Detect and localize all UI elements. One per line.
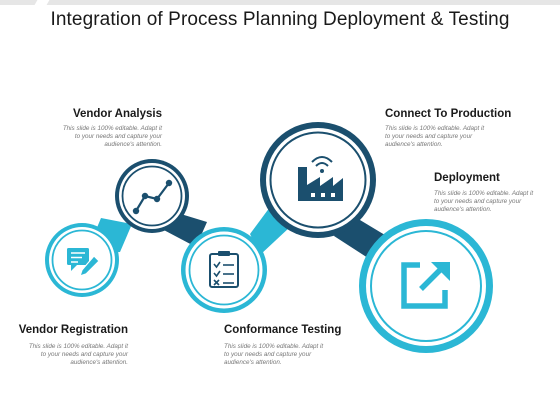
step-label-vendor-analysis: Vendor Analysis xyxy=(72,108,162,120)
step-circle-vendor-registration xyxy=(45,223,119,297)
step-label-conformance-testing: Conformance Testing xyxy=(224,324,342,336)
step-label-vendor-registration: Vendor Registration xyxy=(18,324,128,336)
top-bar xyxy=(0,0,560,5)
checklist-icon xyxy=(209,251,239,288)
step-circle-conformance-testing xyxy=(181,227,267,313)
line-chart-icon xyxy=(132,179,173,215)
step-desc-connect-to-production: This slide is 100% editable. Adapt it to… xyxy=(385,125,485,149)
external-link-icon xyxy=(401,262,450,309)
step-desc-deployment: This slide is 100% editable. Adapt it to… xyxy=(434,190,534,214)
page-title: Integration of Process Planning Deployme… xyxy=(50,9,510,30)
step-circle-vendor-analysis xyxy=(115,159,189,233)
step-label-connect-to-production: Connect To Production xyxy=(385,108,512,120)
factory-wifi-icon xyxy=(298,156,343,201)
step-desc-vendor-registration: This slide is 100% editable. Adapt it to… xyxy=(28,343,128,367)
step-label-deployment: Deployment xyxy=(434,172,500,184)
document-pen-icon xyxy=(67,248,100,277)
step-circle-connect-to-production xyxy=(260,122,376,238)
step-desc-conformance-testing: This slide is 100% editable. Adapt it to… xyxy=(224,343,324,367)
step-circle-deployment xyxy=(359,219,493,353)
step-desc-vendor-analysis: This slide is 100% editable. Adapt it to… xyxy=(62,125,162,149)
